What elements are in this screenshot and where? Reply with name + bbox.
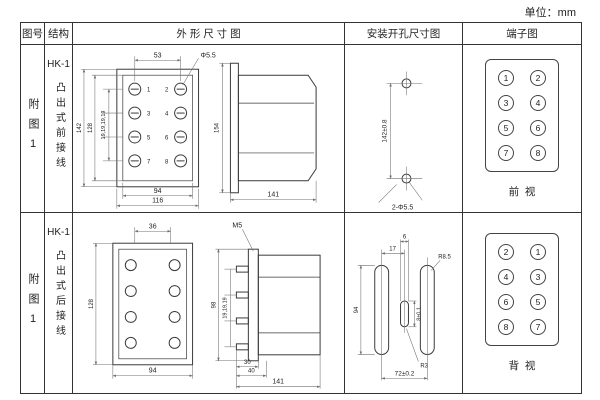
terminal-box: 1 2 3 4 5 6 7 8 [485, 58, 559, 172]
terminal-circle: 6 [530, 119, 546, 136]
outline-drawing-front-wiring: 53 Φ5.5 19,19,19,19 128 142 94 116 154 1… [77, 52, 317, 209]
view-label-front: 前 视 [508, 185, 536, 198]
terminal-no: 1 [147, 87, 151, 93]
install-cell-row2: 17 6 R8.5 94 8±0.1 R3 72±0.2 [345, 213, 463, 393]
terminal-no: 7 [147, 159, 151, 165]
install-drawing-rear-wiring: 17 6 R8.5 94 8±0.1 R3 72±0.2 [354, 235, 452, 381]
dimension-labels: 36 128 94 M5 19,19,19 98 30 40 141 [89, 222, 284, 385]
terminal-circle: 8 [498, 319, 514, 335]
terminal-diagram-rear: 2 1 4 3 6 5 8 7 背 视 [485, 233, 559, 373]
relay-side-view-rear [235, 248, 321, 362]
outline-cell-row1: 53 Φ5.5 19,19,19,19 128 142 94 116 154 1… [73, 45, 345, 213]
terminal-no: 6 [165, 135, 169, 141]
centerlines-and-dims [378, 70, 423, 203]
dim-screw: M5 [232, 222, 242, 229]
terminal-no: 3 [147, 111, 151, 117]
structure-cell-row2: HK-1 凸出式后接线 [45, 213, 73, 393]
relay-front-view [116, 68, 200, 187]
fig-no-row2: 附图1 [27, 272, 39, 334]
terminal-circle: 8 [530, 144, 546, 161]
view-label-rear: 背 视 [508, 360, 536, 372]
dim-bottom-width: 94 [149, 368, 157, 375]
dim-offset-top: 17 [389, 246, 396, 252]
terminal-circle: 2 [530, 69, 546, 86]
header-outline: 外 形 尺 寸 图 [73, 23, 345, 45]
terminal-circle: 2 [498, 244, 514, 260]
dim-height: 128 [89, 298, 95, 309]
relay-rear-view [112, 242, 194, 366]
dimension-lines [92, 227, 321, 389]
outline-drawing-rear-wiring: 36 128 94 M5 19,19,19 98 30 40 141 [89, 222, 321, 389]
fig-no-row1: 附图1 [27, 98, 39, 159]
terminal-no: 8 [165, 159, 169, 165]
model-row2: HK-1 [47, 227, 70, 238]
terminal-circle: 7 [530, 319, 546, 335]
dim-width: 72±0.2 [395, 370, 415, 377]
header-terminal: 端子图 [463, 23, 581, 45]
fig-no-cell-row1: 附图1 [21, 45, 45, 213]
dim-side-height: 154 [214, 122, 220, 133]
dim-depth-inner: 30 [244, 360, 251, 366]
header-structure: 结构 [45, 23, 73, 45]
terminal-box: 2 1 4 3 6 5 8 7 [485, 233, 559, 346]
unit-label: 单位：mm [524, 7, 576, 19]
relay-side-view [229, 62, 317, 193]
dim-slot-width: 6 [403, 235, 407, 241]
terminal-circle: 4 [498, 269, 514, 285]
terminal-no: 4 [165, 111, 169, 117]
dim-height-inner: 128 [88, 122, 94, 133]
header-install: 安装开孔尺寸图 [345, 23, 463, 45]
dim-radius-small: R3 [420, 363, 428, 369]
dimension-labels: 17 6 R8.5 94 8±0.1 R3 72±0.2 [354, 235, 452, 378]
dimension-labels: 53 Φ5.5 19,19,19,19 128 142 94 116 154 1… [77, 52, 279, 204]
dim-bottom-outer: 116 [152, 197, 163, 204]
terminal-no: 5 [147, 135, 151, 141]
dim-height: 94 [354, 306, 360, 313]
terminal-circle: 1 [530, 244, 546, 260]
structure-row2: 凸出式后接线 [53, 250, 65, 340]
dim-top-width: 53 [154, 52, 162, 59]
dim-side-height: 98 [211, 301, 217, 308]
dimension-labels: 142±0.8 2-Φ5.5 [382, 118, 414, 210]
dimension-table: 图号 结构 外 形 尺 寸 图 安装开孔尺寸图 端子图 附图1 HK-1 凸出式… [20, 22, 582, 394]
header-fig-no: 图号 [21, 23, 45, 45]
dim-hole-spacing: 142±0.8 [382, 118, 389, 142]
dim-side-width: 141 [267, 191, 279, 198]
model-row1: HK-1 [47, 59, 70, 70]
dim-pitch: 19,19,19 [222, 297, 228, 318]
terminal-circle: 4 [530, 94, 546, 111]
structure-row1: 凸出式前接线 [53, 82, 65, 172]
dim-depth-outer: 40 [248, 369, 255, 375]
terminal-circle: 1 [498, 69, 514, 86]
dimension-lines [80, 55, 317, 209]
terminal-circle: 6 [498, 294, 514, 310]
centerlines-and-dims [357, 239, 441, 381]
dim-hole-dia: Φ5.5 [201, 52, 216, 59]
terminal-circle: 5 [498, 119, 514, 136]
terminal-circle: 3 [530, 269, 546, 285]
dim-top-width: 36 [149, 223, 157, 230]
fig-no-cell-row2: 附图1 [21, 213, 45, 393]
terminal-circle: 3 [498, 94, 514, 111]
dim-holes-callout: 2-Φ5.5 [392, 204, 413, 211]
terminal-circle: 7 [498, 144, 514, 161]
terminal-no: 2 [165, 87, 169, 93]
terminal-circle: 5 [530, 294, 546, 310]
dim-bottom-inner: 94 [154, 187, 162, 194]
terminal-diagram-front: 1 2 3 4 5 6 7 8 前 视 [485, 58, 559, 199]
terminal-cell-row2: 2 1 4 3 6 5 8 7 背 视 [463, 213, 581, 393]
install-drawing-front-wiring: 142±0.8 2-Φ5.5 [378, 70, 423, 211]
dim-side-width: 141 [272, 379, 284, 386]
dim-height-outer: 142 [77, 122, 83, 133]
dim-slot-height: 8±0.1 [416, 307, 422, 321]
dim-radius-large: R8.5 [438, 254, 451, 260]
terminal-cell-row1: 1 2 3 4 5 6 7 8 前 视 [463, 45, 581, 213]
install-cell-row1: 142±0.8 2-Φ5.5 [345, 45, 463, 213]
dim-pitch: 19,19,19,19 [101, 110, 107, 139]
structure-cell-row1: HK-1 凸出式前接线 [45, 45, 73, 213]
outline-cell-row2: 36 128 94 M5 19,19,19 98 30 40 141 [73, 213, 345, 393]
